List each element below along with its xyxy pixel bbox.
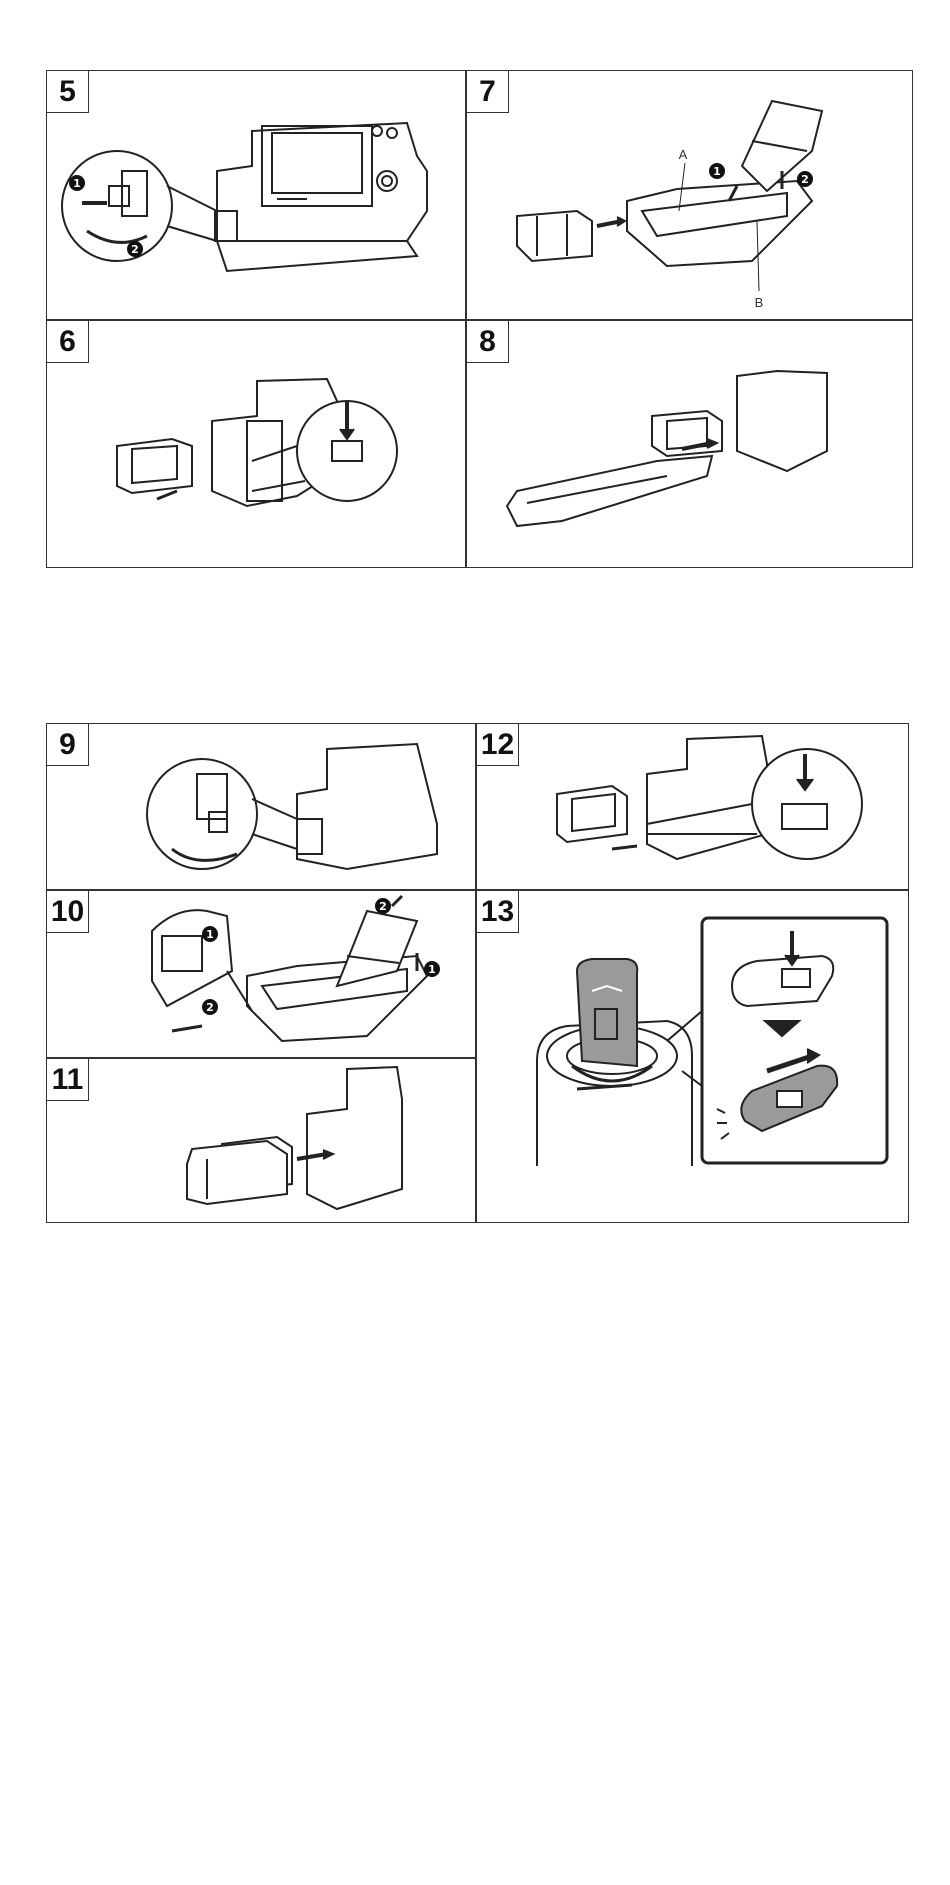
step-marker-1: 1 [713, 165, 721, 178]
illustration-remove-grip-cap [477, 891, 909, 1223]
panel-8: 8 [466, 320, 913, 568]
panel-7: 7 A B 1 2 [466, 70, 913, 320]
illustration-close-grip-cover [47, 724, 476, 890]
illustration-insert-battery-into-grip [47, 1059, 476, 1223]
step-marker-1: 1 [73, 177, 81, 190]
panel-number: 9 [47, 724, 89, 766]
panel-number: 5 [47, 71, 89, 113]
panel-number: 10 [47, 891, 89, 933]
step-marker-1: 1 [206, 928, 214, 941]
panel-number: 11 [47, 1059, 89, 1101]
panel-number: 6 [47, 321, 89, 363]
panel-number: 13 [477, 891, 519, 933]
illustration-insert-battery-tray: A B 1 2 [467, 71, 913, 320]
panel-12: 12 [476, 723, 909, 890]
label-a: A [679, 147, 688, 162]
panel-number: 8 [467, 321, 509, 363]
panel-13: 13 [476, 890, 909, 1223]
illustration-remove-grip-cover: 1 2 [47, 71, 466, 320]
illustration-open-battery-door [47, 321, 466, 568]
step-marker-1: 1 [428, 963, 436, 976]
panel-number: 12 [477, 724, 519, 766]
illustration-remove-battery-from-tray: 1 2 2 1 [47, 891, 476, 1058]
panel-11: 11 [46, 1058, 476, 1223]
label-b: B [755, 295, 764, 310]
panel-10: 10 1 2 2 1 [46, 890, 476, 1058]
step-marker-2: 2 [379, 900, 387, 913]
step-marker-2: 2 [206, 1001, 214, 1014]
panel-9: 9 [46, 723, 476, 890]
step-marker-2: 2 [131, 243, 139, 256]
illustration-close-battery-door [477, 724, 909, 890]
panel-number: 7 [467, 71, 509, 113]
panel-6: 6 [46, 320, 466, 568]
illustration-insert-tray-into-grip [467, 321, 913, 568]
panel-5: 5 1 2 [46, 70, 466, 320]
step-marker-2: 2 [801, 173, 809, 186]
